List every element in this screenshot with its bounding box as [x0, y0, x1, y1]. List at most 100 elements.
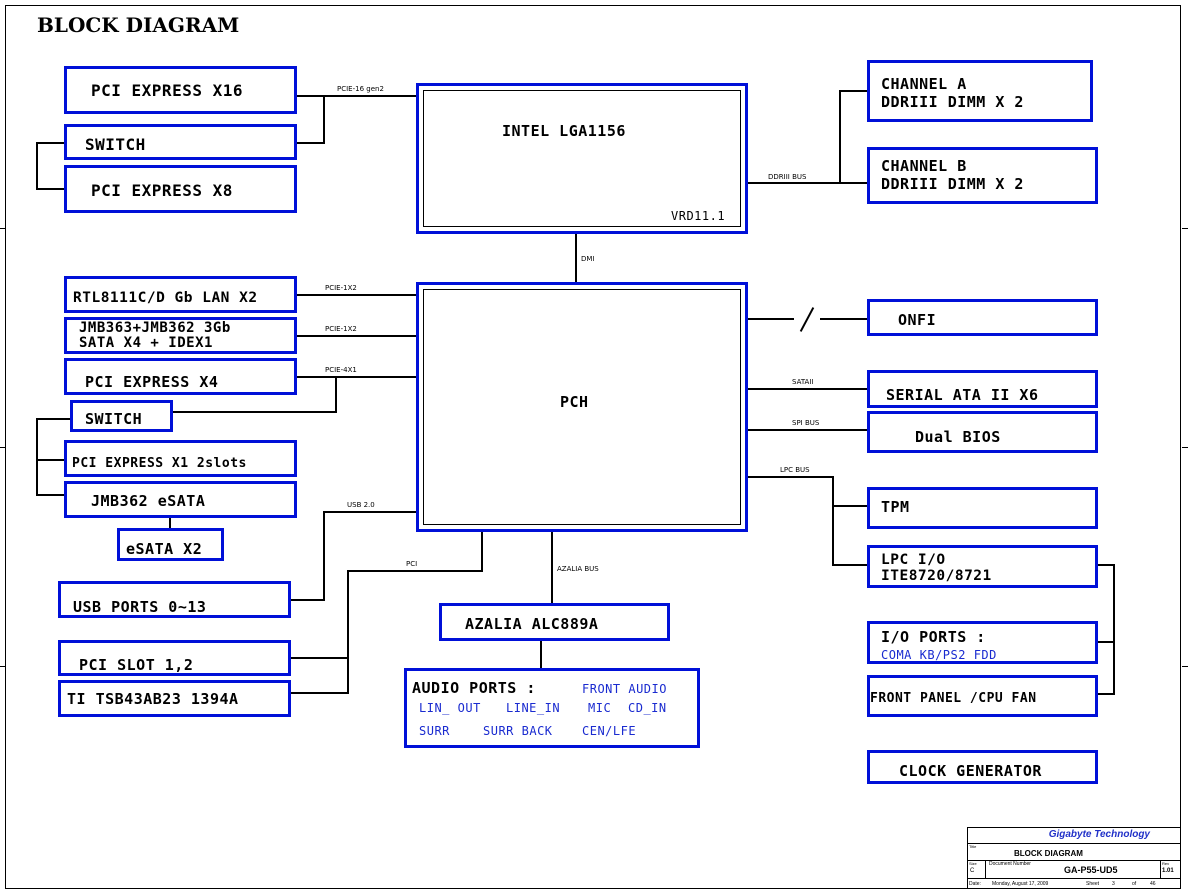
dmi-line: [575, 234, 577, 282]
title-field-label: Title: [969, 844, 977, 849]
pci-bus-line: [347, 570, 483, 572]
border-tick: [1182, 228, 1188, 229]
azalia-bus-label: AZALIA BUS: [557, 565, 599, 573]
pci-bus-label: PCI: [406, 560, 418, 568]
azalia-block: AZALIA ALC889A: [439, 603, 670, 641]
spi-bus-label: SPI BUS: [792, 419, 820, 427]
ti-block: TI TSB43AB23 1394A: [58, 680, 291, 717]
audio-ports-title: AUDIO PORTS :: [412, 679, 536, 697]
dual-bios-label: Dual BIOS: [915, 428, 1001, 446]
onfi-line-right: [820, 318, 867, 320]
lpc-io-line1: LPC I/O: [881, 552, 946, 568]
border-tick: [0, 228, 6, 229]
channel-b-line2: DDRIII DIMM X 2: [881, 175, 1024, 193]
pcie4-bus-label: PCIE-4X1: [325, 366, 357, 374]
pcie4-bus-line: [297, 376, 416, 378]
date-field-value: Monday, August 17, 2009: [992, 881, 1049, 887]
lpc-bus-line: [748, 476, 834, 478]
ddr-bus-line: [748, 182, 867, 184]
audio-cenlfe-label: CEN/LFE: [582, 724, 637, 738]
border-tick: [1182, 666, 1188, 667]
azalia-label: AZALIA ALC889A: [465, 615, 599, 633]
jmb363-line1: JMB363+JMB362 3Gb: [79, 320, 231, 336]
switch-mid-label: SWITCH: [85, 410, 143, 428]
pcie-x8-label: PCI EXPRESS X8: [91, 181, 233, 200]
sata-label: SERIAL ATA II X6: [886, 386, 1039, 404]
azalia-audio-link: [540, 641, 542, 668]
pch-label: PCH: [560, 393, 589, 411]
cpu-block: INTEL LGA1156 VRD11.1: [416, 83, 748, 234]
switch-top-left-stub: [36, 142, 64, 144]
channel-a-block: CHANNEL A DDRIII DIMM X 2: [867, 60, 1093, 122]
front-panel-label: FRONT PANEL /CPU FAN: [870, 691, 1037, 706]
lan-bus-label: PCIE-1X2: [325, 284, 357, 292]
size-field-value: C: [970, 868, 975, 874]
jmb363-bus-label: PCIE-1X2: [325, 325, 357, 333]
jmb362-esata-link: [169, 518, 171, 528]
switch-top-block: SWITCH: [64, 124, 297, 160]
pcie4-switch-drop: [335, 376, 337, 412]
lpc-io-right-stub: [1098, 564, 1115, 566]
title-field-value: BLOCK DIAGRAM: [1014, 849, 1083, 858]
ti-stub: [291, 692, 349, 694]
tpm-label: TPM: [881, 498, 910, 516]
audio-surrback-label: SURR BACK: [483, 724, 553, 738]
lpc-io-stub: [832, 564, 867, 566]
pcie-x1-label: PCI EXPRESS X1 2slots: [72, 456, 247, 471]
pcie-x1-block: PCI EXPRESS X1 2slots: [64, 440, 297, 477]
ti-label: TI TSB43AB23 1394A: [67, 690, 239, 708]
onfi-block: ONFI: [867, 299, 1098, 336]
usb-bus-label: USB 2.0: [347, 501, 375, 509]
channel-b-line1: CHANNEL B: [881, 157, 967, 175]
usb-label: USB PORTS 0~13: [73, 598, 207, 616]
ddr-bus-label: DDRIII BUS: [768, 173, 807, 181]
tpm-block: TPM: [867, 487, 1098, 529]
jmb362-block: JMB362 eSATA: [64, 481, 297, 518]
diagram-title: BLOCK DIAGRAM: [37, 13, 240, 37]
title-block: Gigabyte Technology Title BLOCK DIAGRAM …: [967, 827, 1181, 889]
clock-generator-label: CLOCK GENERATOR: [899, 762, 1042, 780]
pci-slot-block: PCI SLOT 1,2: [58, 640, 291, 676]
jmb362-left-stub: [36, 494, 64, 496]
audio-linein-label: LINE_IN: [506, 701, 561, 715]
switch-mid-block: SWITCH: [70, 400, 173, 432]
docnum-field-label: Document Number: [989, 861, 1031, 867]
front-panel-right-stub: [1098, 693, 1115, 695]
tpm-stub: [832, 505, 867, 507]
pcie16-switch-drop: [323, 95, 325, 143]
pcie-x16-block: PCI EXPRESS X16: [64, 66, 297, 114]
jmb362-label: JMB362 eSATA: [91, 492, 206, 510]
lan-block: RTL8111C/D Gb LAN X2: [64, 276, 297, 313]
pcie-x4-label: PCI EXPRESS X4: [85, 373, 219, 391]
cpu-inner-border: [423, 90, 741, 227]
io-ports-block: I/O PORTS : COMA KB/PS2 FDD: [867, 621, 1098, 664]
onfi-label: ONFI: [898, 311, 937, 329]
channel-a-line2: DDRIII DIMM X 2: [881, 93, 1024, 111]
cpu-label: INTEL LGA1156: [502, 122, 626, 140]
front-panel-block: FRONT PANEL /CPU FAN: [867, 675, 1098, 717]
channel-b-block: CHANNEL B DDRIII DIMM X 2: [867, 147, 1098, 204]
channel-a-line1: CHANNEL A: [881, 75, 967, 93]
sheet-field-label: Sheet: [1086, 881, 1100, 887]
cpu-vrd-label: VRD11.1: [671, 209, 726, 223]
sata-bus-label: SATAII: [792, 378, 814, 386]
usb-bus-stub: [291, 599, 325, 601]
audio-surr-label: SURR: [419, 724, 450, 738]
pcie-x16-label: PCI EXPRESS X16: [91, 81, 243, 100]
switch-mid-left-stub: [36, 418, 70, 420]
switch-top-label: SWITCH: [85, 135, 146, 154]
usb-bus-drop: [323, 511, 325, 601]
pcie-x4-block: PCI EXPRESS X4: [64, 358, 297, 395]
pci-bus-vertical: [347, 570, 349, 694]
pcie-x1-left-stub: [36, 459, 64, 461]
switch-top-left-rail: [36, 142, 38, 190]
lpc-io-line2: ITE8720/8721: [881, 568, 992, 584]
of-field-label: of: [1132, 881, 1137, 887]
switch-mid-link: [173, 411, 337, 413]
rev-field-label: Rev: [1162, 861, 1170, 866]
date-field-label: Date:: [969, 881, 981, 887]
audio-linout-label: LIN_ OUT: [419, 701, 481, 715]
dmi-label: DMI: [581, 255, 595, 263]
azalia-bus-line: [551, 532, 553, 603]
jmb363-bus-line: [297, 335, 416, 337]
